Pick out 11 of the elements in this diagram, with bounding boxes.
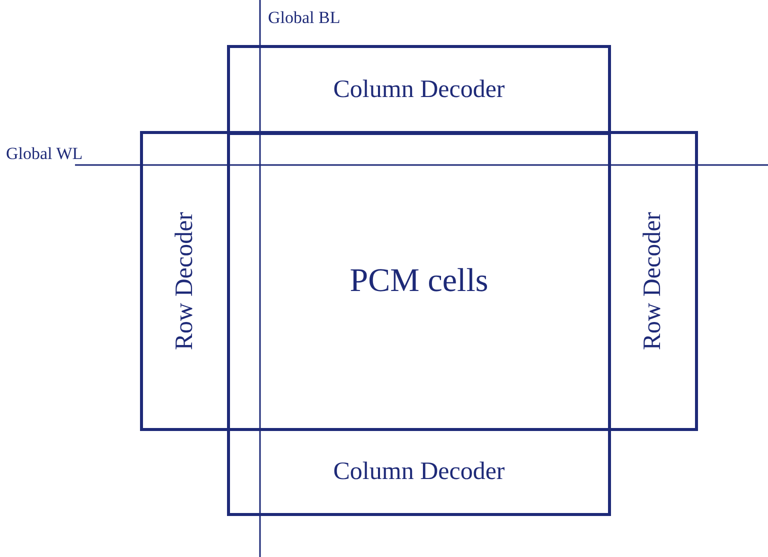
block-label: Row Decoder — [171, 212, 199, 350]
decoder-block — [608, 131, 698, 431]
block-label: Column Decoder — [333, 76, 505, 104]
decoder-block — [227, 45, 611, 135]
decoder-block — [140, 131, 230, 431]
block-label: Row Decoder — [639, 212, 667, 350]
block-label: PCM cells — [350, 262, 488, 300]
decoder-block — [227, 428, 611, 516]
line-label: Global BL — [268, 8, 340, 28]
block-label: Column Decoder — [333, 458, 505, 486]
line-label: Global WL — [6, 144, 83, 164]
